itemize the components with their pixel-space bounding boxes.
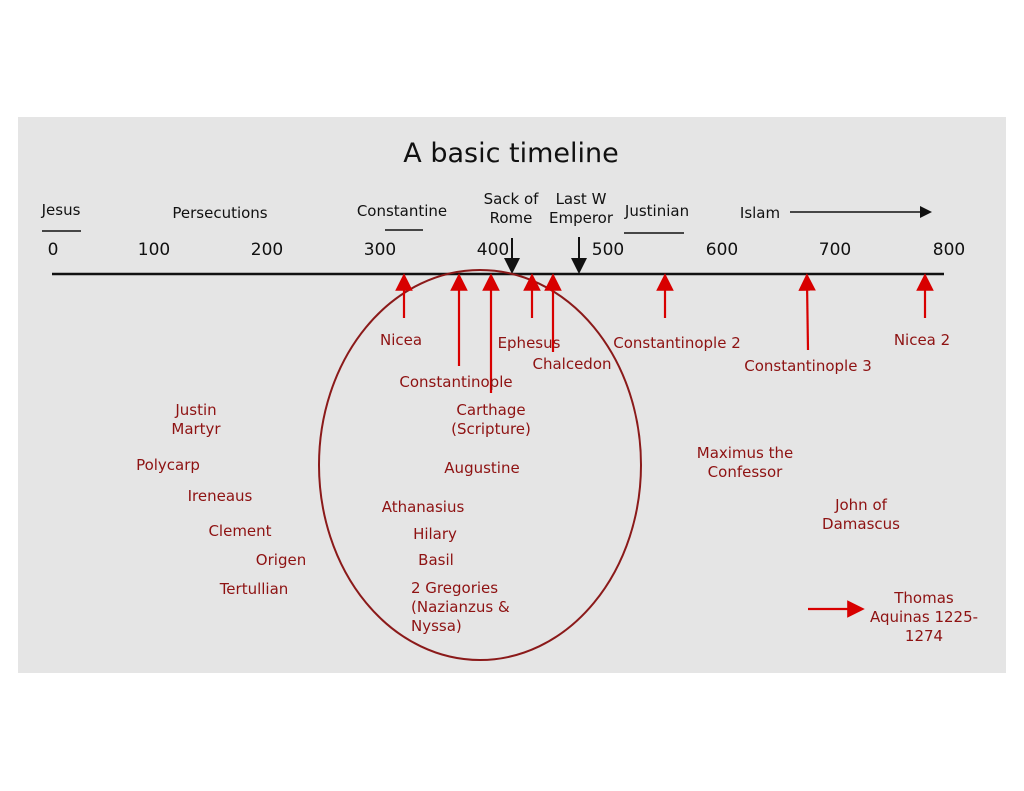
figure-hilary: Hilary [413,525,457,543]
era-jesus: Jesus [41,201,81,219]
figure-thomas-aquinas: Thomas Aquinas 1225-1274 [869,589,979,645]
tick-label: 200 [250,240,284,260]
era-ellipse [318,269,642,661]
council-constantinople-2: Constantinople 2 [613,334,741,352]
council-carthage: Carthage (Scripture) [451,401,531,438]
council-nicea: Nicea [379,331,423,349]
figure-justin-martyr: Justin Martyr [171,401,221,438]
figure-athanasius: Athanasius [381,498,465,516]
era-last-w-emperor: Last W Emperor [548,190,614,227]
council-nicea-2: Nicea 2 [893,331,951,349]
figure-john-of-damascus: John of Damascus [822,496,900,533]
figure-maximus-the-confessor: Maximus the Confessor [696,444,794,481]
council-ephesus: Ephesus [497,334,561,352]
era-justinian: Justinian [624,202,690,220]
figure-augustine: Augustine [444,459,520,477]
council-constantinople: Constantinople [399,373,513,391]
figure-ireneaus: Ireneaus [187,487,253,505]
slide [18,117,1006,673]
figure-tertullian: Tertullian [219,580,289,598]
council-constantinople-3: Constantinople 3 [744,357,872,375]
era-islam: Islam [739,204,781,222]
era-sack-of-rome: Sack of Rome [483,190,539,227]
tick-label: 0 [47,240,59,260]
era-constantine: Constantine [356,202,448,220]
tick-label: 400 [476,240,510,260]
figure-polycarp: Polycarp [136,456,200,474]
tick-label: 600 [705,240,739,260]
council-chalcedon: Chalcedon [532,355,612,373]
tick-label: 100 [137,240,171,260]
figure-2-gregories: 2 Gregories (Nazianzus & Nyssa) [411,579,510,635]
figure-origen: Origen [255,551,307,569]
era-persecutions: Persecutions [172,204,268,222]
tick-label: 300 [363,240,397,260]
page-title: A basic timeline [403,138,619,169]
tick-label: 800 [932,240,966,260]
tick-label: 700 [818,240,852,260]
constantinople3-arrow-icon [798,273,816,351]
figure-clement: Clement [208,522,272,540]
figure-basil: Basil [418,551,454,569]
tick-label: 500 [591,240,625,260]
